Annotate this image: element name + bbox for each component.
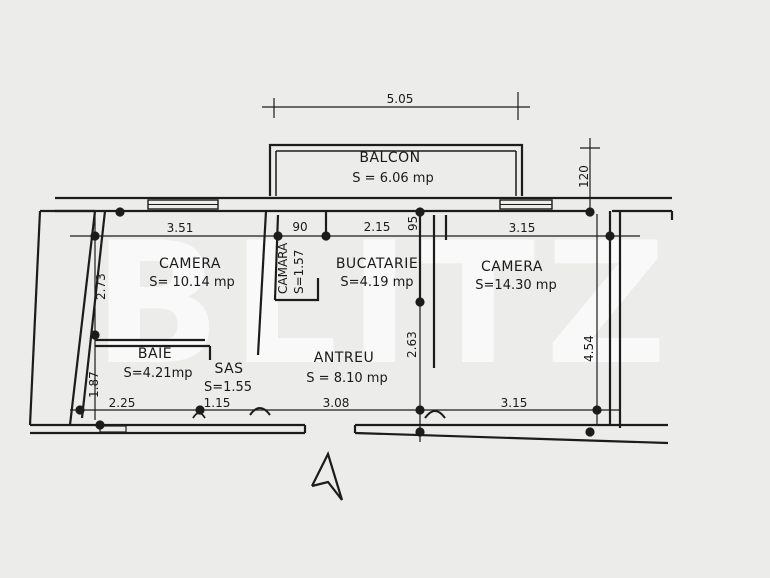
- antreu-label: ANTREU: [314, 350, 374, 366]
- dim-bottom-3-15: 3.15: [501, 396, 528, 410]
- bucatarie-area: S=4.19 mp: [340, 275, 413, 290]
- camera-right-label: CAMERA: [481, 259, 543, 275]
- watermark: BLITZ: [93, 206, 677, 402]
- dimension-lines: [70, 92, 640, 442]
- camara-area: S=1.57: [292, 250, 306, 294]
- dim-balcony-width: 5.05: [387, 92, 414, 106]
- left-wall-outer: [68, 210, 97, 426]
- camera-left-area: S= 10.14 mp: [149, 275, 235, 290]
- camera-right-area: S=14.30 mp: [475, 278, 556, 293]
- dim-left-1-87: 1.87: [87, 371, 101, 398]
- dim-balcony-depth: 120: [577, 165, 591, 188]
- sas-area: S=1.55: [204, 380, 252, 395]
- balcony-outline: [268, 143, 524, 196]
- north-arrow-icon: [311, 451, 344, 501]
- dim-top-90: 90: [292, 220, 307, 234]
- dim-top-3-51: 3.51: [167, 221, 194, 235]
- dim-top-3-15: 3.15: [509, 221, 536, 235]
- dim-left-2-73: 2.73: [94, 273, 108, 300]
- antreu-area: S = 8.10 mp: [306, 371, 387, 386]
- balcony-label: BALCON: [359, 150, 420, 166]
- camara-label: CAMARA: [276, 242, 290, 294]
- walls: [28, 143, 674, 445]
- baie-label: BAIE: [138, 346, 172, 362]
- dim-top-2-15: 2.15: [364, 220, 391, 234]
- dim-top-95: 95: [406, 216, 420, 231]
- balcony-area: S = 6.06 mp: [352, 171, 433, 186]
- sas-label: SAS: [214, 361, 243, 377]
- dim-bottom-2-25: 2.25: [109, 396, 136, 410]
- dim-bottom-1-15: 1.15: [204, 396, 231, 410]
- dim-right-4-54: 4.54: [582, 335, 596, 362]
- bucatarie-label: BUCATARIE: [336, 256, 418, 272]
- dim-mid-2-63: 2.63: [405, 331, 419, 358]
- baie-area: S=4.21mp: [123, 366, 192, 381]
- camera-left-label: CAMERA: [159, 256, 221, 272]
- dim-bottom-3-08: 3.08: [323, 396, 350, 410]
